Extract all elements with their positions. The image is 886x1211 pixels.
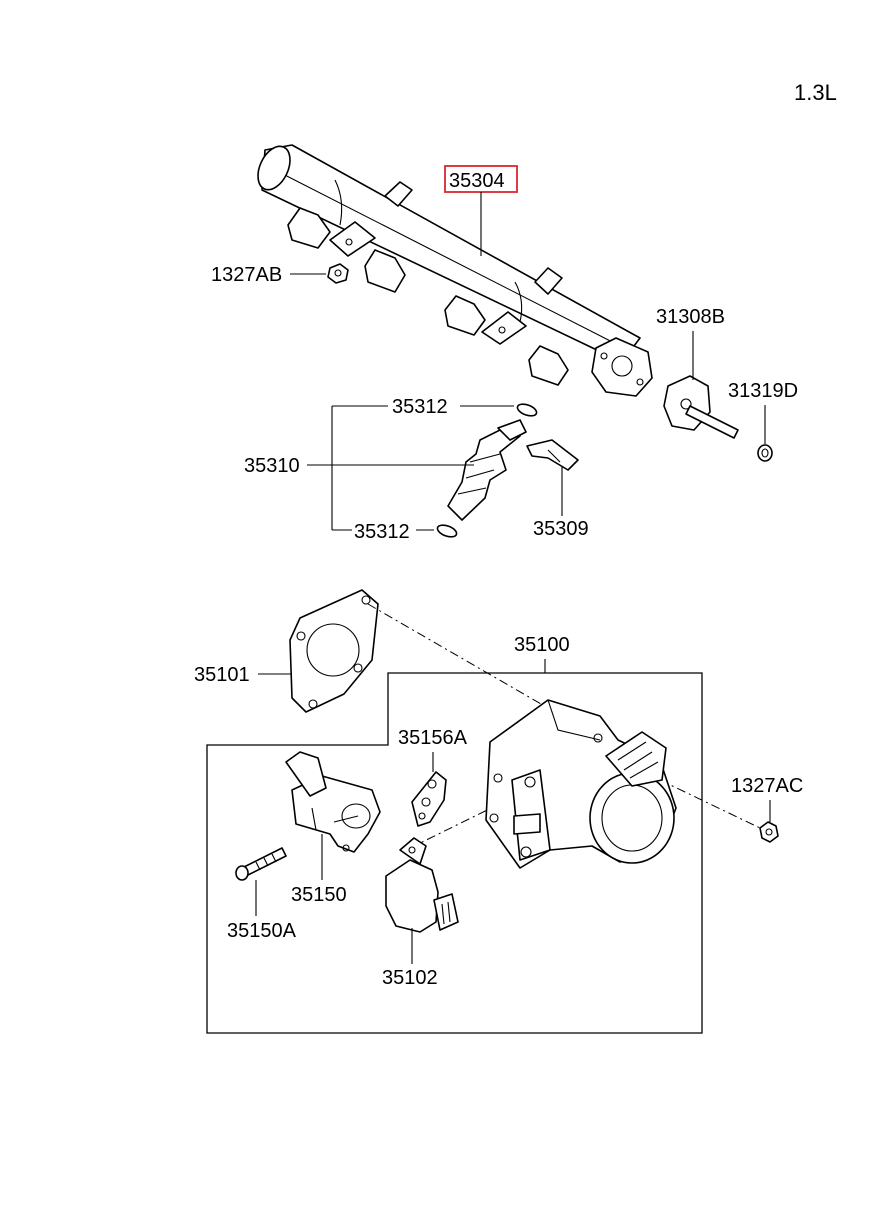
injector-drawing: [447, 419, 527, 521]
o-ring-bottom-drawing: [436, 524, 458, 538]
washer-31319d-drawing: [757, 444, 773, 462]
sensor-drawing: [385, 837, 459, 933]
gasket-31308b-drawing: [663, 375, 739, 439]
part-label-35101: 35101: [194, 664, 250, 686]
part-label-35310: 35310: [244, 455, 300, 477]
throttle-body-drawing: [485, 699, 677, 869]
screw-drawing: [235, 847, 287, 881]
part-label-31308b: 31308B: [656, 306, 725, 328]
part-label-35156a: 35156A: [398, 727, 468, 749]
o-ring-top-drawing: [516, 403, 538, 417]
part-label-31319d: 31319D: [728, 380, 798, 402]
throttle-gasket-drawing: [289, 589, 379, 713]
sensor-gasket-drawing: [411, 771, 447, 827]
fuel-rail-drawing: [257, 144, 653, 397]
part-label-35312-bottom: 35312: [354, 521, 410, 543]
part-label-35102: 35102: [382, 967, 438, 989]
part-label-35309: 35309: [533, 518, 589, 540]
nut-1327ac-drawing: [759, 821, 779, 843]
part-label-1327ac: 1327AC: [731, 775, 803, 797]
part-label-1327ab: 1327AB: [211, 264, 282, 286]
nut-1327ab-drawing: [327, 263, 349, 284]
throttle-assembly-box: [206, 672, 703, 1034]
engine-variant-label: 1.3L: [794, 80, 837, 105]
part-label-35312-top: 35312: [392, 396, 448, 418]
part-label-35150: 35150: [291, 884, 347, 906]
injector-clip-drawing: [526, 439, 579, 471]
part-label-35304: 35304: [449, 170, 505, 192]
part-label-35150a: 35150A: [227, 920, 297, 942]
actuator-drawing: [285, 751, 381, 853]
part-label-35100: 35100: [514, 634, 570, 656]
